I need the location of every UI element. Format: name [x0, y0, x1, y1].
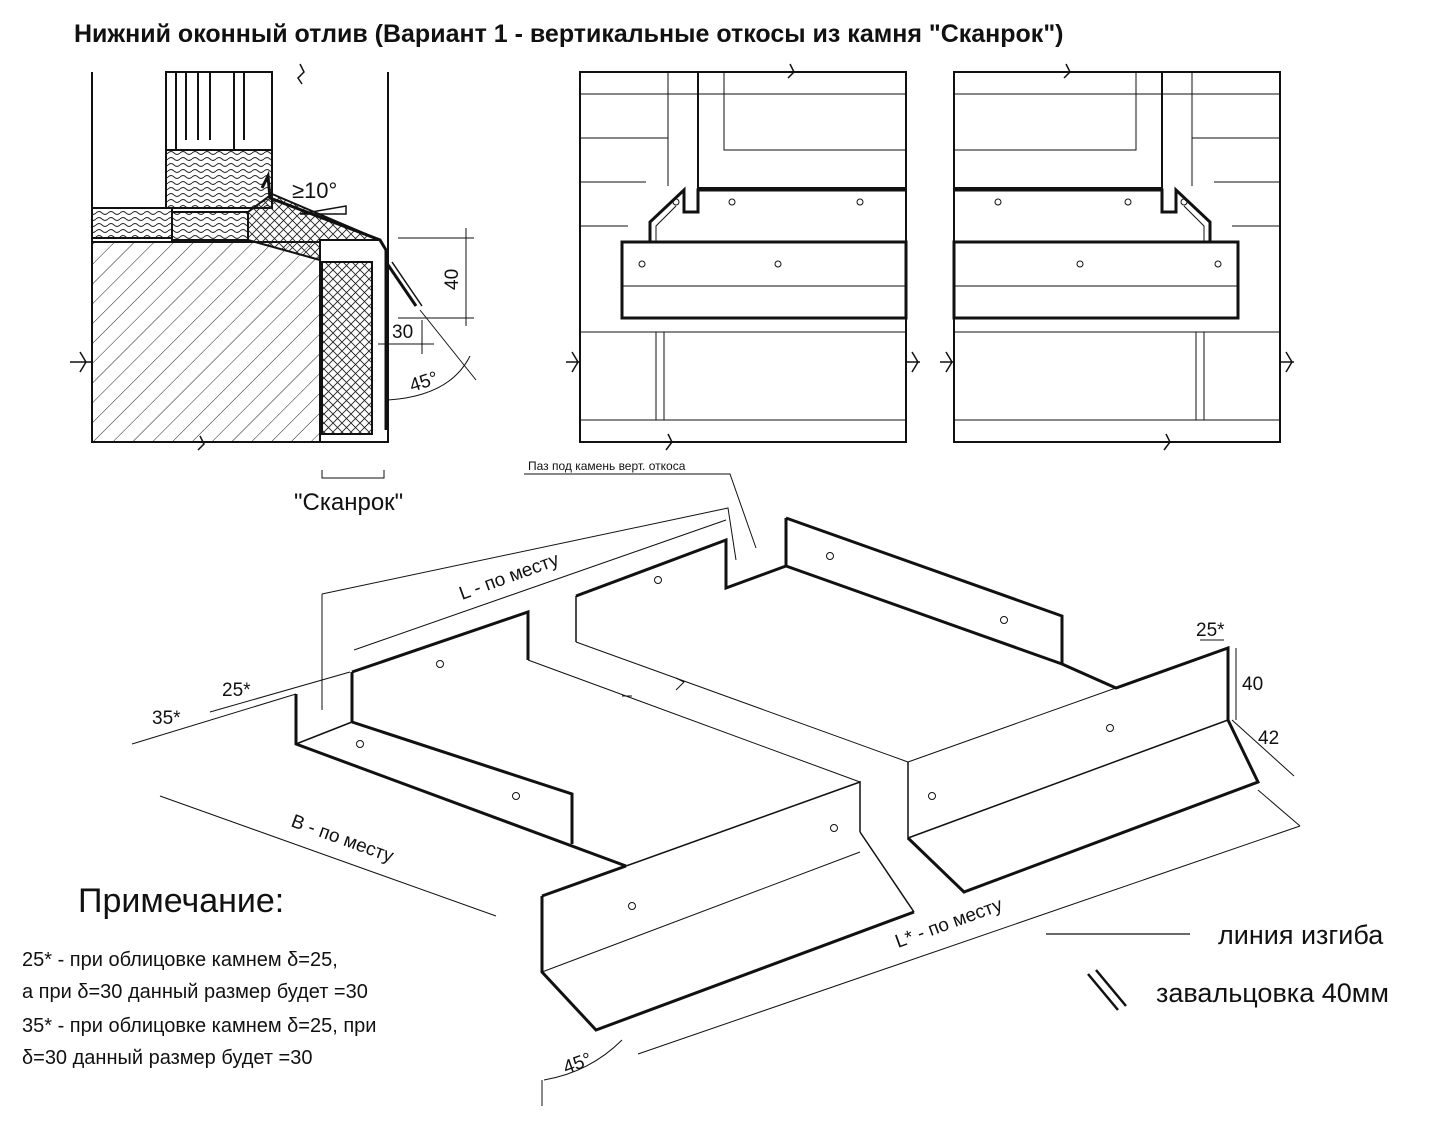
front-view-right [940, 63, 1294, 451]
section-dim-40: 40 [442, 269, 463, 290]
dim-45-iso: 45° [561, 1049, 595, 1079]
notes-heading: Примечание: [78, 882, 284, 920]
dim-40-iso: 40 [1242, 674, 1263, 695]
legend-bend-line: линия изгиба [1218, 920, 1384, 950]
dim-L: L - по месту [457, 549, 563, 605]
section-material-label: "Сканрок" [294, 489, 403, 516]
front-view-left [566, 63, 920, 451]
note-line: 35* - при облицовке камнем δ=25, при [22, 1015, 376, 1037]
dim-B: B - по месту [288, 811, 396, 868]
section-dim-30: 30 [392, 322, 413, 343]
section-angle-label: ≥10° [292, 178, 337, 203]
isometric-view [131, 473, 1301, 1106]
section-view [70, 63, 477, 479]
legend [1046, 933, 1190, 1011]
dim-25-left: 25* [222, 680, 251, 701]
dim-Lstar: L* - по месту [893, 894, 1006, 952]
legend-seam: завальцовка 40мм [1156, 978, 1389, 1008]
groove-label: Паз под камень верт. откоса [528, 459, 686, 473]
note-line: δ=30 данный размер будет =30 [22, 1047, 312, 1069]
dim-35: 35* [152, 708, 181, 729]
seam-icon [1087, 973, 1119, 1011]
section-dim-45: 45° [407, 368, 441, 397]
note-line: а при δ=30 данный размер будет =30 [22, 981, 368, 1003]
page-title: Нижний оконный отлив (Вариант 1 - вертик… [74, 20, 1064, 48]
note-line: 25* - при облицовке камнем δ=25, [22, 949, 338, 971]
dim-25-right: 25* [1196, 620, 1225, 641]
dim-42: 42 [1258, 728, 1279, 749]
